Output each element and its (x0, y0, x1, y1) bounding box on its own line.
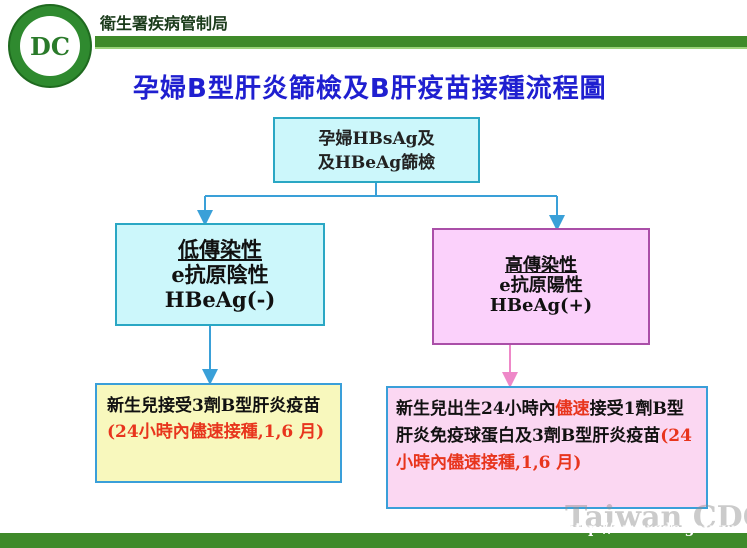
note-right-schedule: ,1,6 月) (515, 453, 582, 473)
note-right-hbig: 接受1劑B型肝炎免疫球蛋白及3劑B型肝炎疫苗 (396, 399, 684, 446)
connector-top-split (197, 183, 565, 231)
screening-line2: 及HBeAg篩檢 (317, 153, 436, 173)
low-vaccination-note: 新生兒接受3劑B型肝炎疫苗 (24小時內儘速接種,1,6 月) (95, 383, 342, 483)
low-line1: 低傳染性 (178, 237, 262, 262)
screening-line1: 孕婦HBsAg及 (318, 129, 435, 149)
footer-url: http://www.cdc.gov.tw (565, 521, 734, 537)
high-infectivity-box: 高傳染性 e抗原陽性 HBeAg(+) (432, 228, 650, 345)
header-green-bar (95, 36, 747, 47)
screening-box: 孕婦HBsAg及 及HBeAg篩檢 (273, 117, 480, 183)
low-line2: e抗原陰性 (171, 262, 269, 287)
high-line3: HBeAg(+) (489, 295, 593, 316)
high-line1: 高傳染性 (505, 255, 577, 276)
note-right-urgent: 儘速 (555, 399, 590, 419)
high-vaccination-note: 新生兒出生24小時內儘速接受1劑B型肝炎免疫球蛋白及3劑B型肝炎疫苗(24小時內… (386, 386, 708, 509)
cdc-logo-inner (20, 16, 80, 76)
low-line3: HBeAg(-) (164, 287, 276, 312)
cdc-logo-text: DC (30, 32, 70, 61)
note-left-schedule: ,1,6 月) (257, 422, 325, 442)
note-right-timing: (24小時內儘速接種 (396, 426, 692, 473)
taiwan-cdc-watermark: Taiwan CDC (565, 500, 747, 535)
low-infectivity-box: 低傳染性 e抗原陰性 HBeAg(-) (115, 223, 325, 326)
page-title: 孕婦B型肝炎篩檢及B肝疫苗接種流程圖 (133, 74, 607, 104)
org-name: 衛生署疾病管制局 (100, 14, 229, 33)
note-left-main: 新生兒接受3劑B型肝炎疫苗 (107, 396, 321, 416)
footer-green-bar (0, 533, 747, 548)
note-left-timing: (24小時內儘速接種 (107, 422, 258, 442)
high-line2: e抗原陽性 (499, 275, 583, 296)
header-light-bar (95, 47, 747, 49)
note-right-main: 新生兒出生24小時內 (396, 399, 556, 419)
